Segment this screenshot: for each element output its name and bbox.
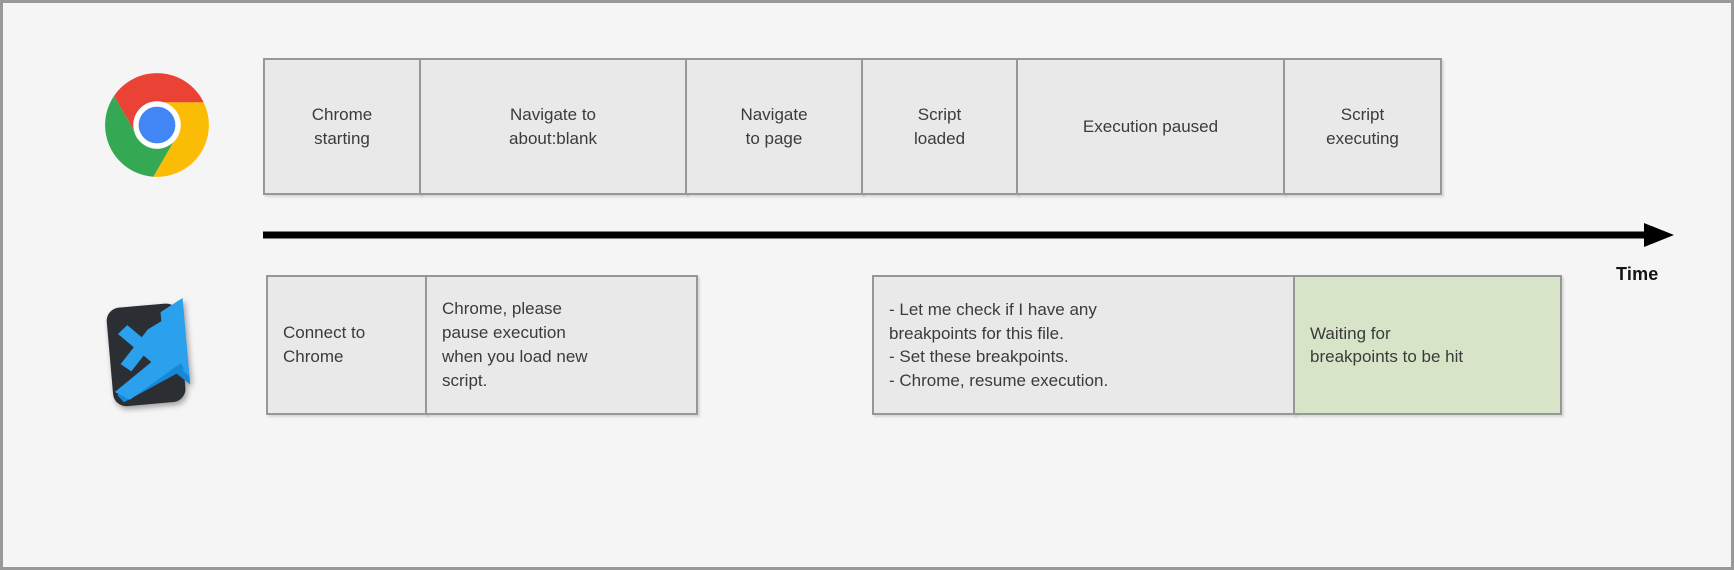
step-script-loaded: Script loaded <box>861 58 1018 195</box>
label-line: Waiting for <box>1310 323 1391 343</box>
vscode-icon <box>99 291 201 417</box>
label-line: Connect to <box>283 323 366 342</box>
chrome-lane-steps: Chrome starting Navigate to about:blank Na… <box>263 58 1442 195</box>
step-chrome-starting: Chrome starting <box>263 58 421 195</box>
label-line: Chrome, please <box>442 299 563 318</box>
label-line: Navigate <box>740 104 808 124</box>
label-line: when you load new <box>442 347 588 366</box>
timeline-label: Time <box>1616 264 1659 284</box>
label-line: about:blank <box>509 128 597 148</box>
step-navigate-about-blank: Navigate to about:blank <box>419 58 687 195</box>
label-line: Chrome <box>311 104 373 124</box>
label-line: script. <box>442 371 488 390</box>
step-breakpoint-steps: - Let me check if I have any breakpoints … <box>872 275 1295 415</box>
step-waiting-for-breakpoints: Waiting for breakpoints to be hit <box>1293 275 1562 415</box>
label-line: pause execution <box>442 323 566 342</box>
step-script-executing: Script executing <box>1283 58 1442 195</box>
label-line: - Chrome, resume execution. <box>889 370 1109 390</box>
step-connect-to-chrome: Connect to Chrome <box>266 275 427 415</box>
vscode-lane-connect-group: Connect to Chrome Chrome, please pause exe… <box>266 275 698 415</box>
label-line: to page <box>745 128 803 148</box>
label-line: - Let me check if I have any <box>889 300 1097 319</box>
label-line: breakpoints to be hit <box>1310 347 1464 366</box>
label-line: breakpoints for this file. <box>889 323 1064 343</box>
label-line: - Set these breakpoints. <box>889 347 1069 366</box>
step-navigate-to-page: Navigate to page <box>685 58 863 195</box>
label-line: executing <box>1326 128 1399 148</box>
label-line: Script <box>1340 104 1385 124</box>
step-execution-paused: Execution paused <box>1016 58 1285 195</box>
chrome-icon <box>103 71 211 179</box>
vscode-lane-breakpoint-group: - Let me check if I have any breakpoints … <box>872 275 1562 415</box>
label-line: Execution paused <box>1082 116 1219 136</box>
label-line: Chrome <box>283 347 344 366</box>
label-line: starting <box>314 128 370 148</box>
label-line: Script <box>917 104 962 124</box>
label-line: loaded <box>913 128 966 148</box>
step-pause-request: Chrome, please pause execution when you lo… <box>425 275 698 415</box>
timeline-arrow <box>263 223 1674 247</box>
label-line: Navigate to <box>510 104 596 124</box>
